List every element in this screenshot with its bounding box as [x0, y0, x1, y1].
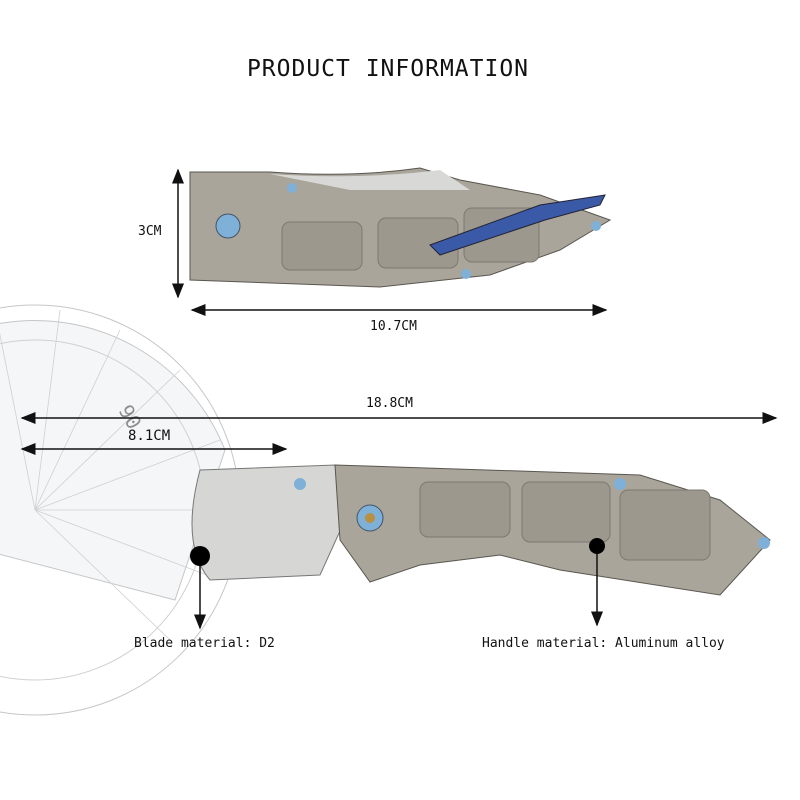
open-length-label: 18.8CM	[366, 396, 413, 411]
dimension-lines	[20, 168, 778, 630]
handle-callout-dot	[589, 538, 605, 554]
closed-length-label: 10.7CM	[370, 319, 417, 334]
handle-material-label: Handle material: Aluminum alloy	[482, 636, 725, 651]
knife-open-image	[191, 464, 771, 596]
protractor: 90	[0, 304, 241, 716]
blade-material-label: Blade material: D2	[134, 636, 275, 651]
page-title: PRODUCT INFORMATION	[246, 56, 530, 82]
blade-length-label: 8.1CM	[128, 428, 171, 444]
knife-closed-image	[189, 167, 612, 288]
height-label: 3CM	[138, 224, 162, 239]
blade-callout-dot	[190, 546, 210, 566]
